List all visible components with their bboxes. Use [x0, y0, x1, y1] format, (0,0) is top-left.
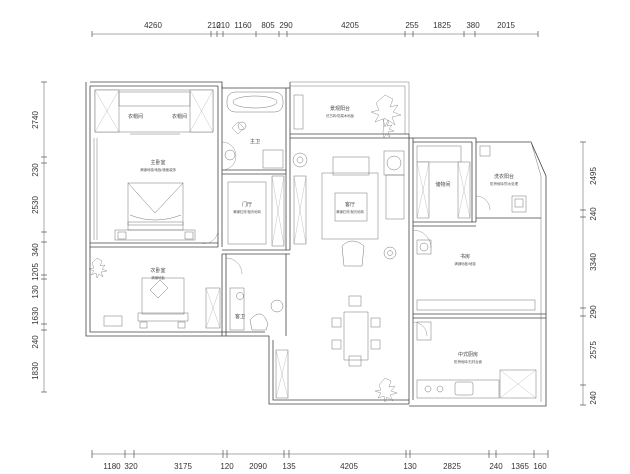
master-bath: 主卫 [224, 91, 284, 169]
bottom-dimension-line: 1180 320 3175 120 2090 135 4205 130 2825… [91, 450, 549, 471]
scenic-balcony-label: 景观阳台 [330, 105, 350, 112]
storage-room: 储物间 [416, 145, 471, 219]
entrance-note: 满铺石材/抛光地砖 [233, 209, 262, 214]
corridor-cabinet [275, 349, 289, 399]
left-dim-5: 1205 [31, 263, 40, 281]
top-dim-2: 210 [207, 21, 221, 30]
bottom-dim-6: 135 [282, 462, 296, 471]
bottom-dim-12: 160 [533, 462, 547, 471]
kitchen-label: 中式厨房 [458, 351, 478, 358]
master-bedroom-note: 满铺地毯/地板/墙面装饰 [140, 167, 176, 172]
right-dim-1: 2495 [589, 167, 598, 185]
living-room-label: 客厅 [345, 201, 355, 208]
right-dim-3: 3340 [589, 253, 598, 271]
scenic-balcony-note: 仿古砖/防腐木地板 [326, 113, 355, 118]
left-dim-4: 340 [31, 243, 40, 257]
left-dim-9: 1830 [31, 362, 40, 380]
top-dim-7: 4205 [341, 21, 359, 30]
cloakroom: 衣帽间 衣帽间 [94, 89, 214, 135]
right-dim-2: 240 [589, 207, 598, 221]
bottom-dim-9: 2825 [443, 462, 461, 471]
study: 书房 满铺地板/地毯 [416, 239, 536, 311]
right-dim-6: 240 [589, 391, 598, 405]
living-room-note: 满铺石材/抛光地砖 [336, 209, 365, 214]
laundry-balcony: 洗衣阳台 防滑地砖/防水处理 [479, 145, 527, 213]
top-dim-3: 210 [216, 21, 230, 30]
left-dim-2: 230 [31, 163, 40, 177]
top-dim-10: 380 [466, 21, 480, 30]
right-dim-5: 2575 [589, 341, 598, 359]
bottom-dim-11: 1365 [511, 462, 529, 471]
left-dimension-line: 2740 230 2530 340 1205 130 1630 240 1830 [31, 81, 47, 393]
top-dim-1: 4260 [144, 21, 162, 30]
left-dim-6: 130 [31, 285, 40, 299]
second-bedroom-note: 满铺地板 [151, 275, 165, 280]
laundry-balcony-label: 洗衣阳台 [494, 173, 514, 180]
study-note: 满铺地板/地毯 [454, 261, 476, 266]
left-dim-3: 2530 [31, 196, 40, 214]
bottom-dim-7: 4205 [340, 462, 358, 471]
top-dimension-line: 4260 210 210 1160 805 290 4205 255 1825 … [91, 21, 539, 37]
entrance-hall: 门厅 满铺石材/抛光地砖 [227, 175, 285, 247]
entrance-label: 门厅 [242, 201, 252, 208]
living-room: 客厅 满铺石材/抛光地砖 [292, 150, 405, 267]
dining-area [331, 295, 398, 403]
top-dim-11: 2015 [497, 21, 515, 30]
right-dim-4: 290 [589, 305, 598, 319]
bottom-dim-8: 130 [403, 462, 417, 471]
bottom-dim-1: 1180 [103, 462, 121, 471]
cloakroom-label-2: 衣帽间 [172, 113, 187, 120]
top-dim-9: 1825 [433, 21, 451, 30]
storage-label: 储物间 [435, 181, 450, 188]
bottom-dim-5: 2090 [249, 462, 267, 471]
cloakroom-label: 衣帽间 [128, 113, 143, 120]
wall-outline [85, 81, 547, 407]
study-label: 书房 [460, 253, 470, 260]
master-bedroom: 主卧室 满铺地毯/地板/墙面装饰 [93, 138, 196, 241]
scenic-balcony: 景观阳台 仿古砖/防腐木地板 [293, 94, 402, 139]
top-dim-4: 1160 [234, 21, 252, 30]
top-dim-6: 290 [279, 21, 293, 30]
top-dim-5: 805 [261, 21, 275, 30]
master-bedroom-label: 主卧室 [150, 159, 165, 166]
right-dimension-line: 2495 240 3340 290 2575 240 [580, 141, 598, 406]
bottom-dim-3: 3175 [174, 462, 192, 471]
kitchen: 中式厨房 防滑地砖/石材台面 [416, 321, 537, 399]
second-bedroom: 次卧室 满铺地板 [88, 257, 221, 329]
master-bath-label: 主卫 [250, 138, 260, 145]
bottom-dim-2: 320 [124, 462, 138, 471]
guest-bath: 客卫 [229, 287, 284, 331]
left-dim-7: 1630 [31, 307, 40, 325]
left-dim-1: 2740 [31, 111, 40, 129]
top-dim-8: 255 [405, 21, 419, 30]
guest-bath-label: 客卫 [235, 313, 245, 320]
second-bedroom-label: 次卧室 [150, 267, 165, 274]
kitchen-note: 防滑地砖/石材台面 [454, 359, 483, 364]
left-dim-8: 240 [31, 335, 40, 349]
bottom-dim-10: 240 [489, 462, 503, 471]
door-swings [199, 141, 491, 337]
bottom-dim-4: 120 [220, 462, 234, 471]
laundry-balcony-note: 防滑地砖/防水处理 [490, 181, 519, 186]
